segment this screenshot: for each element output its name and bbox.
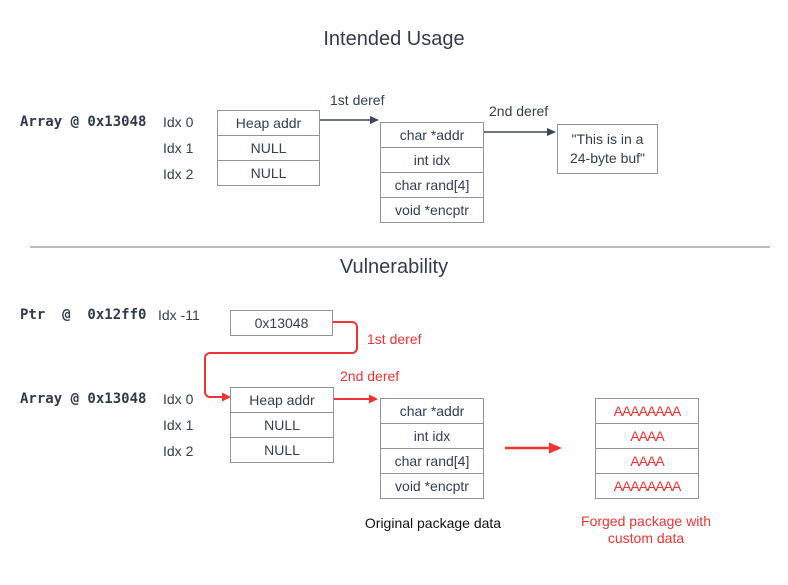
vuln-array-cell: NULL [231, 438, 333, 462]
intended-struct-field: int idx [381, 148, 483, 173]
vuln-struct-field: char rand[4] [381, 449, 483, 474]
intended-deref1-label: 1st deref [330, 92, 385, 108]
vuln-idx2-label: Idx 2 [163, 443, 194, 459]
forged-package-cell: AAAA [596, 449, 698, 474]
vuln-struct-field: char *addr [381, 399, 483, 424]
forged-caption-line1: Forged package with [581, 513, 711, 529]
intended-struct-box: char *addr int idx char rand[4] void *en… [380, 122, 484, 223]
intended-struct-field: void *encptr [381, 198, 483, 222]
vuln-array-box: Heap addr NULL NULL [230, 387, 334, 463]
vuln-deref1-label: 1st deref [367, 331, 422, 347]
intended-struct-field: char *addr [381, 123, 483, 148]
vuln-array-address-label: Array @ 0x13048 [20, 391, 147, 407]
vuln-deref1-elbow-arrow [204, 321, 358, 402]
vuln-idx0-label: Idx 0 [163, 391, 194, 407]
section-divider [30, 246, 770, 248]
intended-usage-title: Intended Usage [323, 28, 465, 50]
forged-package-cell: AAAAAAAA [596, 474, 698, 498]
vuln-struct-box: char *addr int idx char rand[4] void *en… [380, 398, 484, 499]
vuln-ptr-value: 0x13048 [231, 311, 332, 335]
vuln-struct-field: void *encptr [381, 474, 483, 498]
intended-array-cell: NULL [218, 136, 319, 161]
intended-array-box: Heap addr NULL NULL [217, 110, 320, 186]
intended-idx0-label: Idx 0 [163, 114, 194, 130]
intended-idx2-label: Idx 2 [163, 166, 194, 182]
vuln-deref2-label: 2nd deref [340, 368, 400, 384]
intended-deref2-label: 2nd deref [489, 103, 549, 119]
intended-array-cell: Heap addr [218, 111, 319, 136]
buffer-text-line2: 24-byte buf" [569, 150, 646, 166]
vuln-idx1-label: Idx 1 [163, 417, 194, 433]
forged-package-box: AAAAAAAA AAAA AAAA AAAAAAAA [595, 398, 699, 499]
forged-package-caption: Forged package with custom data [571, 513, 721, 547]
original-package-caption: Original package data [364, 515, 502, 531]
buffer-text-line1: "This is in a [571, 131, 644, 147]
intended-buffer-box: "This is in a 24-byte buf" [557, 124, 658, 174]
vuln-ptr-idx-label: Idx -11 [158, 307, 200, 323]
forged-caption-line2: custom data [607, 530, 685, 546]
intended-array-address-label: Array @ 0x13048 [20, 114, 147, 130]
intended-struct-field: char rand[4] [381, 173, 483, 198]
vuln-ptr-address-label: Ptr @ 0x12ff0 [20, 307, 147, 323]
forged-package-cell: AAAAAAAA [596, 399, 698, 424]
intended-idx1-label: Idx 1 [163, 140, 194, 156]
vulnerability-title: Vulnerability [339, 256, 449, 278]
forged-package-cell: AAAA [596, 424, 698, 449]
vuln-array-cell: NULL [231, 413, 333, 438]
vuln-ptr-box: 0x13048 [230, 310, 333, 336]
vuln-struct-field: int idx [381, 424, 483, 449]
vuln-array-cell: Heap addr [231, 388, 333, 413]
intended-array-cell: NULL [218, 161, 319, 185]
